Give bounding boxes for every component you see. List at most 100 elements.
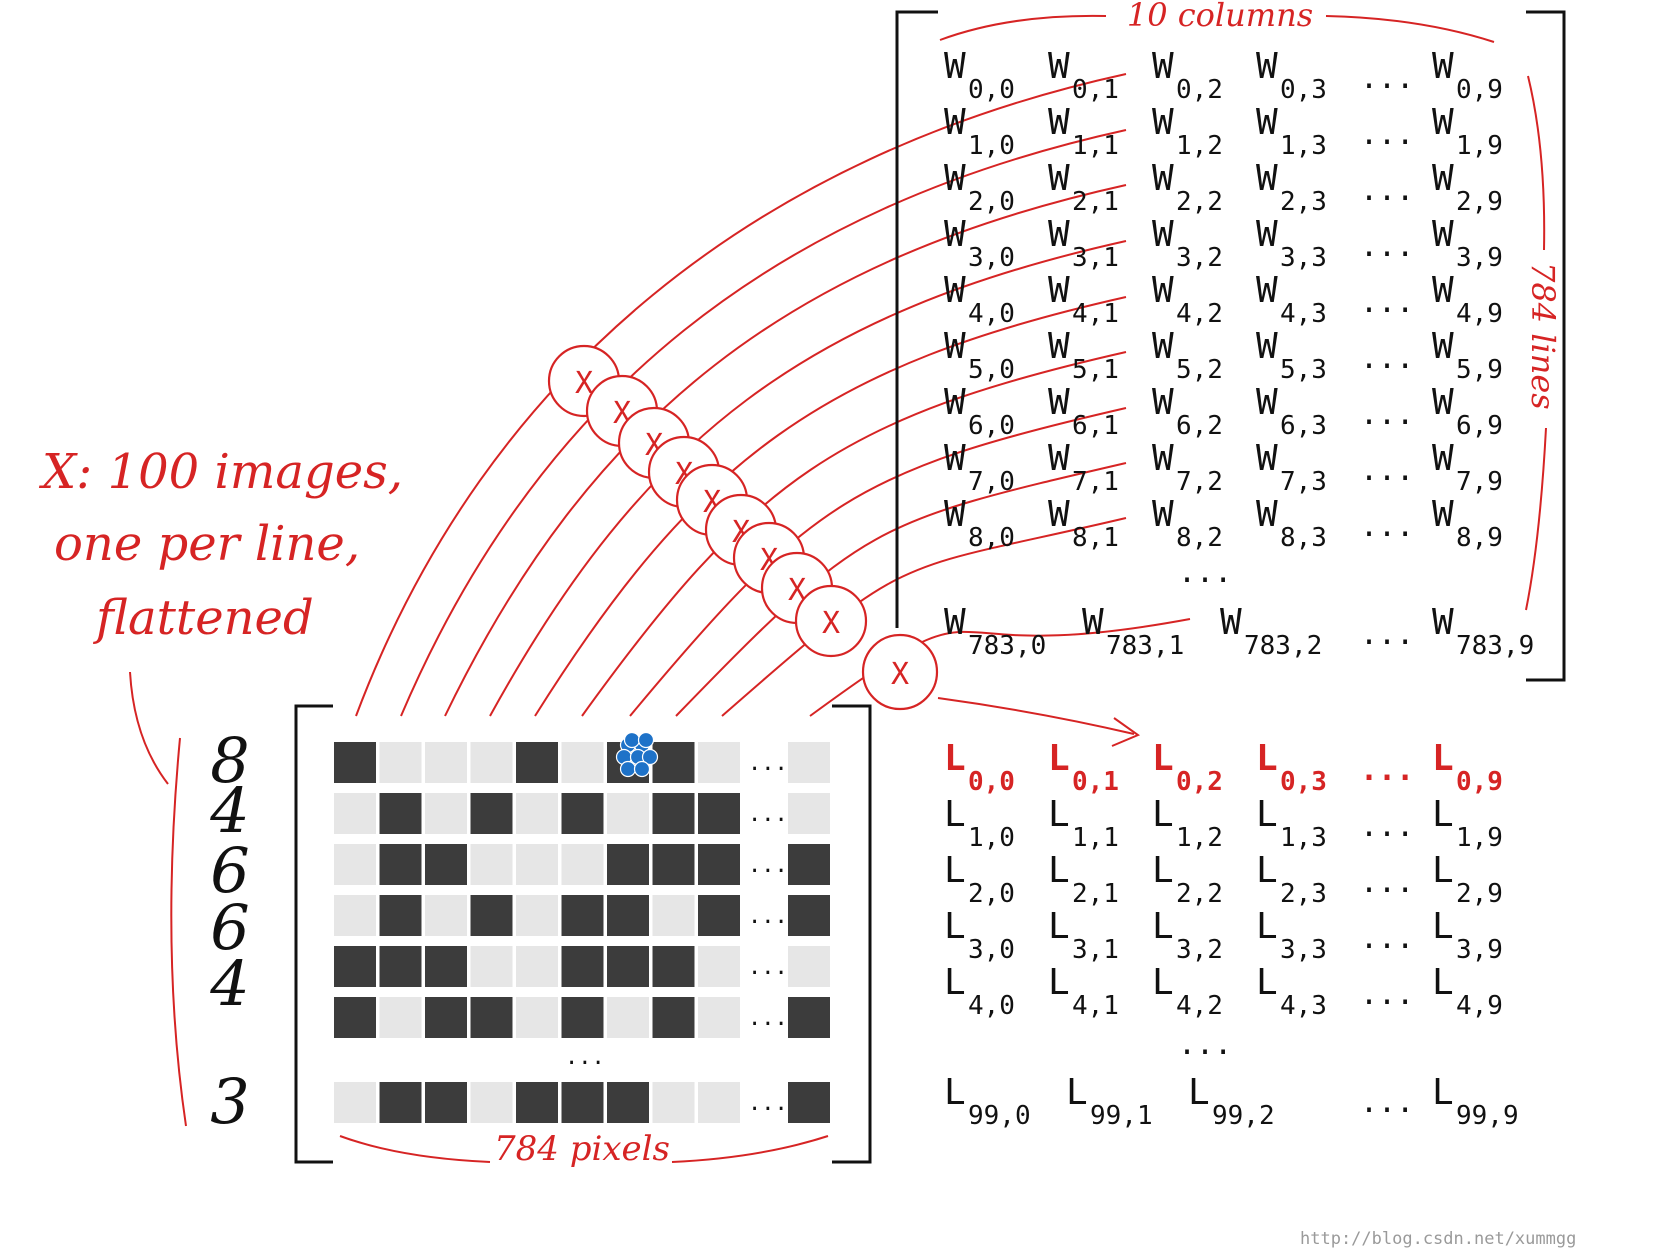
matrix-subscript: 5,3 [1280, 355, 1327, 385]
matrix-subscript: 5,0 [968, 355, 1015, 385]
matrix-symbol: L [1048, 906, 1070, 947]
ellipsis: ... [1360, 617, 1414, 652]
matrix-symbol: W [944, 438, 966, 479]
pixel-cell [425, 997, 467, 1038]
matrix-subscript: 8,0 [968, 523, 1015, 553]
matrix-subscript: 3,9 [1456, 243, 1503, 273]
matrix-symbol: L [944, 738, 966, 779]
logits-matrix: L0,0L0,1L0,2L0,3L0,9...L1,0L1,1L1,2L1,3L… [944, 738, 1519, 1131]
pixel-cell [607, 793, 649, 834]
matrix-subscript: 99,1 [1090, 1101, 1153, 1131]
matrix-symbol: W [1432, 326, 1454, 367]
weight-entry: W1,2 [1152, 102, 1223, 161]
weight-entry: W1,3 [1256, 102, 1327, 161]
matrix-subscript: 7,3 [1280, 467, 1327, 497]
pixel-cell [470, 844, 513, 885]
weights-left-bracket [895, 10, 938, 628]
matrix-subscript: 8,1 [1072, 523, 1119, 553]
ellipsis: ... [748, 1091, 788, 1116]
connection-arc [355, 73, 1127, 717]
matrix-subscript: 7,1 [1072, 467, 1119, 497]
blue-dot-cluster-icon [615, 731, 659, 778]
matrix-subscript: 4,2 [1176, 299, 1223, 329]
logit-entry: L99,9 [1432, 1072, 1519, 1131]
columns-label: 10 columns [1127, 0, 1313, 34]
weight-entry: W6,2 [1152, 382, 1223, 441]
matrix-symbol: W [1048, 270, 1070, 311]
matrix-symbol: W [1256, 494, 1278, 535]
matrix-symbol: L [1432, 850, 1454, 891]
ellipsis: ... [1360, 453, 1414, 488]
weight-entry: W0,1 [1048, 46, 1119, 105]
weight-entry: W3,9 [1432, 214, 1503, 273]
weight-entry: W4,9 [1432, 270, 1503, 329]
pixel-cell [788, 1082, 830, 1123]
matrix-symbol: L [1256, 850, 1278, 891]
weight-entry: W8,0 [944, 494, 1015, 553]
connection-arc [444, 184, 1127, 717]
pixel-cell [516, 793, 558, 834]
matrix-subscript: 5,9 [1456, 355, 1503, 385]
matrix-subscript: 5,1 [1072, 355, 1119, 385]
weight-entry: W2,2 [1152, 158, 1223, 217]
logit-entry: L2,0 [944, 850, 1015, 909]
pixel-cell [698, 793, 740, 834]
matrix-subscript: 99,9 [1456, 1101, 1519, 1131]
matrix-subscript: 2,1 [1072, 187, 1119, 217]
matrix-symbol: W [1432, 438, 1454, 479]
matrix-subscript: 783,0 [968, 631, 1046, 661]
matrix-symbol: L [1188, 1072, 1210, 1113]
matrix-symbol: W [944, 214, 966, 255]
connection-arc [675, 462, 1127, 717]
matrix-subscript: 3,1 [1072, 243, 1119, 273]
ellipsis: ... [1360, 1085, 1414, 1120]
matrix-subscript: 3,1 [1072, 935, 1119, 965]
logit-entry: L2,9 [1432, 850, 1503, 909]
ellipsis: ... [1360, 173, 1414, 208]
matrix-subscript: 4,2 [1176, 991, 1223, 1021]
pixel-cell [379, 997, 422, 1038]
matrix-symbol: W [944, 382, 966, 423]
pixel-cell [379, 1082, 422, 1123]
weight-entry: W8,2 [1152, 494, 1223, 553]
pixel-cell [334, 895, 376, 936]
matrix-subscript: 6,1 [1072, 411, 1119, 441]
matrix-subscript: 4,3 [1280, 299, 1327, 329]
matrix-symbol: L [1432, 1072, 1454, 1113]
logit-entry: L2,1 [1048, 850, 1119, 909]
weight-entry: W3,0 [944, 214, 1015, 273]
matrix-subscript: 1,3 [1280, 823, 1327, 853]
logit-entry: L0,3 [1256, 738, 1327, 797]
ellipsis: ... [1360, 977, 1414, 1012]
cursor-dot [641, 748, 659, 766]
ellipsis: ... [748, 853, 788, 878]
multiply-sign: X [788, 573, 806, 608]
pixel-cell [652, 742, 695, 783]
ellipsis: ... [748, 751, 788, 776]
matrix-brackets [294, 10, 1566, 1164]
pixel-matrix: ........................ [334, 731, 830, 1123]
weight-entry: W5,2 [1152, 326, 1223, 385]
matrix-subscript: 0,9 [1456, 75, 1503, 105]
ellipsis: ... [1178, 1027, 1232, 1062]
matrix-symbol: W [1432, 494, 1454, 535]
ellipsis: ... [1360, 809, 1414, 844]
pixel-cell [379, 844, 422, 885]
matrix-symbol: L [1066, 1072, 1088, 1113]
pixel-cell [334, 793, 376, 834]
logit-entry: L3,3 [1256, 906, 1327, 965]
weight-entry: W7,2 [1152, 438, 1223, 497]
logit-entry: L4,9 [1432, 962, 1503, 1021]
digits-brace [170, 737, 187, 1127]
pixel-cell [652, 1082, 695, 1123]
matrix-symbol: W [1152, 382, 1174, 423]
logit-entry: L99,0 [944, 1072, 1031, 1131]
pixel-cell [788, 844, 830, 885]
matrix-subscript: 4,0 [968, 991, 1015, 1021]
matrix-symbol: W [1256, 102, 1278, 143]
matrix-subscript: 4,9 [1456, 299, 1503, 329]
matrix-subscript: 4,1 [1072, 299, 1119, 329]
matrix-symbol: L [1432, 906, 1454, 947]
